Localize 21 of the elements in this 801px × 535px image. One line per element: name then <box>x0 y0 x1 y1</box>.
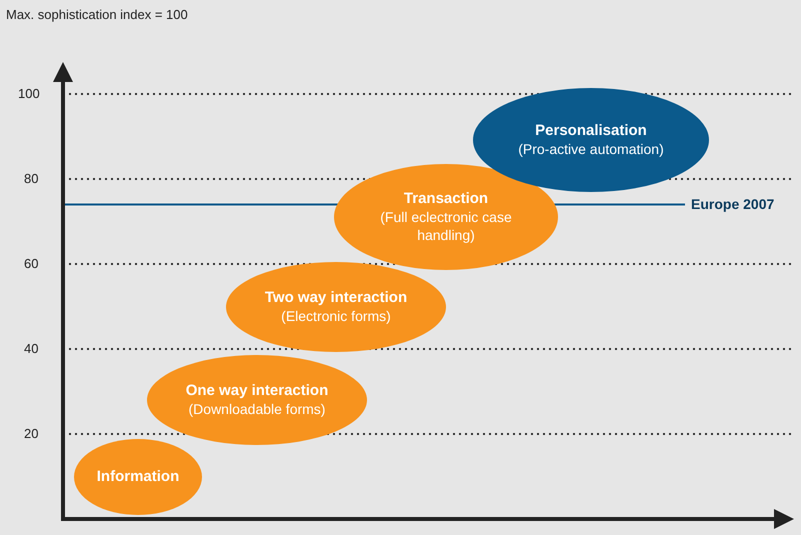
axis-note: Max. sophistication index = 100 <box>6 7 188 22</box>
reference-label: Europe 2007 <box>691 196 774 212</box>
stage-ellipse <box>226 262 446 352</box>
stage-ellipse <box>74 439 202 515</box>
stage-title: Transaction <box>404 190 488 208</box>
stage-description: (Electronic forms) <box>281 307 391 325</box>
stage-title: Personalisation <box>535 122 647 140</box>
stage-description: (Full eclectronic case handling) <box>379 208 513 244</box>
stage-title: One way interaction <box>186 382 328 400</box>
tick-label: 20 <box>24 426 38 441</box>
stage-ellipse <box>334 164 558 270</box>
tick-label: 40 <box>24 341 38 356</box>
stage-ellipse <box>147 355 367 445</box>
stage-description: (Pro-active automation) <box>518 140 664 158</box>
stage-ellipse <box>473 88 709 192</box>
stage-title: Information <box>96 468 180 486</box>
stage-description: (Downloadable forms) <box>188 400 326 418</box>
stage-title: Two way interaction <box>264 289 408 307</box>
tick-label: 80 <box>24 171 38 186</box>
tick-label: 60 <box>24 256 38 271</box>
tick-label: 100 <box>18 86 40 101</box>
